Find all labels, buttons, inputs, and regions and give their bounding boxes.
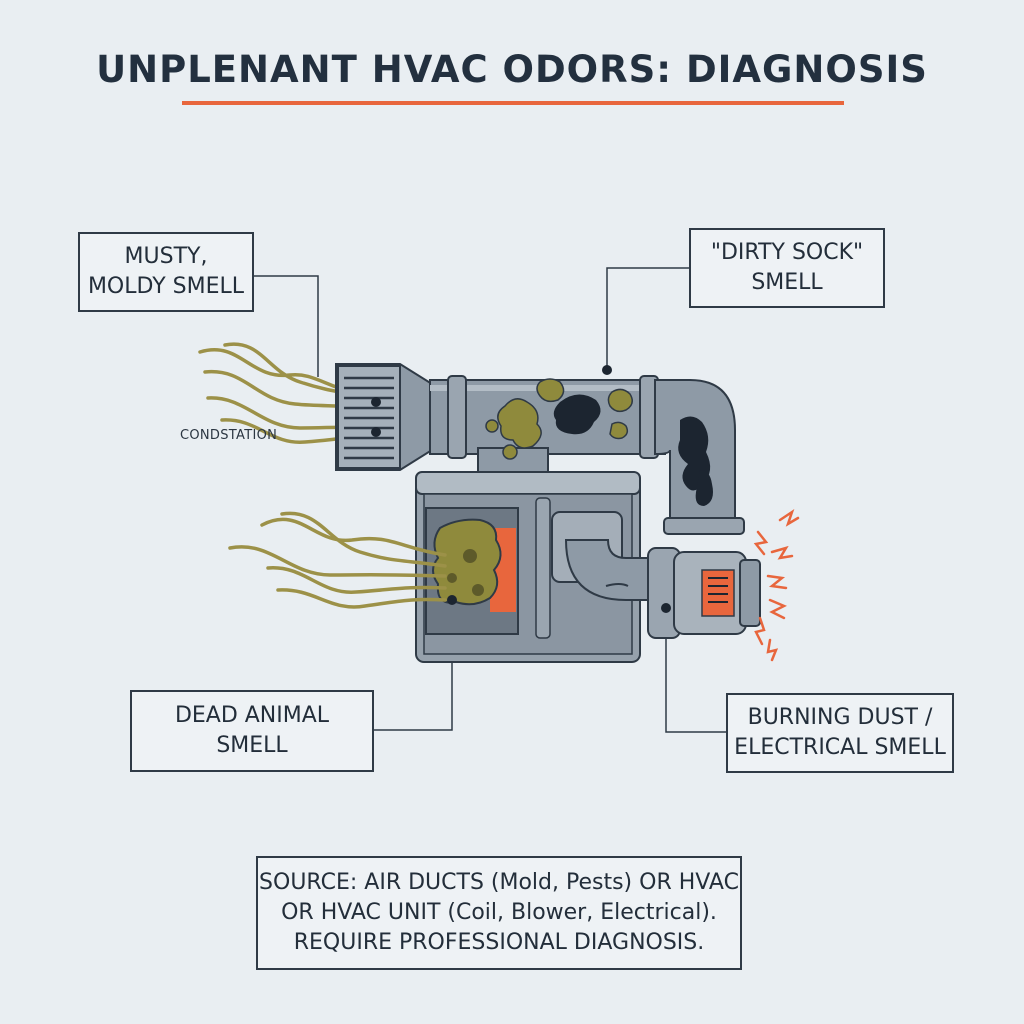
air-duct [429, 365, 745, 535]
dead-animal-smell-label: DEAD ANIMAL SMELL [130, 690, 374, 772]
label-line: "DIRTY SOCK" [710, 240, 864, 265]
heat-sparks [753, 508, 800, 662]
odor-line [260, 517, 447, 557]
spark [766, 638, 779, 662]
element-stripes [708, 577, 728, 603]
callout-dot [602, 365, 612, 375]
source-note: SOURCE: AIR DUCTS (Mold, Pests) OR HVAC … [256, 856, 742, 970]
spark [768, 598, 787, 620]
label-line: ELECTRICAL SMELL [734, 735, 946, 760]
soot-stains [553, 394, 713, 506]
label-line: MOLDY SMELL [87, 274, 245, 299]
mold-patches [485, 378, 633, 460]
blower-motor [647, 547, 761, 639]
burning-electrical-smell-label: BURNING DUST / ELECTRICAL SMELL [726, 693, 954, 773]
note-line: OR HVAC UNIT (Coil, Blower, Electrical). [281, 900, 717, 925]
callout-dot [371, 397, 381, 407]
spark [753, 530, 769, 556]
label-line: MUSTY, [124, 244, 208, 269]
odor-line [266, 566, 447, 594]
callout-dot [447, 595, 457, 605]
leader-line-sock [606, 267, 689, 370]
odor-lines-bottom [228, 511, 447, 609]
odor-line [228, 545, 447, 578]
title-underline [182, 101, 844, 105]
label-line: BURNING DUST / [747, 705, 933, 730]
odor-line [276, 588, 447, 609]
label-line: DEAD ANIMAL [174, 703, 330, 728]
callout-dot [371, 427, 381, 437]
callout-dot [661, 603, 671, 613]
odor-line [280, 511, 447, 568]
label-line: SMELL [751, 270, 823, 295]
note-line: SOURCE: AIR DUCTS (Mold, Pests) OR HVAC [259, 870, 739, 895]
spark [754, 616, 766, 646]
note-line: REQUIRE PROFESSIONAL DIAGNOSIS. [293, 930, 705, 955]
spark [778, 508, 800, 527]
hvac-unit [415, 471, 671, 663]
leader-line-burn [665, 608, 726, 733]
spark [770, 545, 794, 560]
leader-line-musty [254, 275, 319, 377]
page-title: UNPLENANT HVAC ODORS: DIAGNOSIS [96, 48, 928, 91]
musty-smell-label: MUSTY, MOLDY SMELL [78, 232, 254, 312]
label-line: SMELL [216, 733, 288, 758]
dirty-sock-smell-label: "DIRTY SOCK" SMELL [689, 228, 885, 308]
return-air-grille [335, 363, 433, 471]
condensation-label: CONDSTATION [180, 428, 278, 443]
spark [766, 574, 788, 590]
grille-slats [344, 376, 394, 460]
